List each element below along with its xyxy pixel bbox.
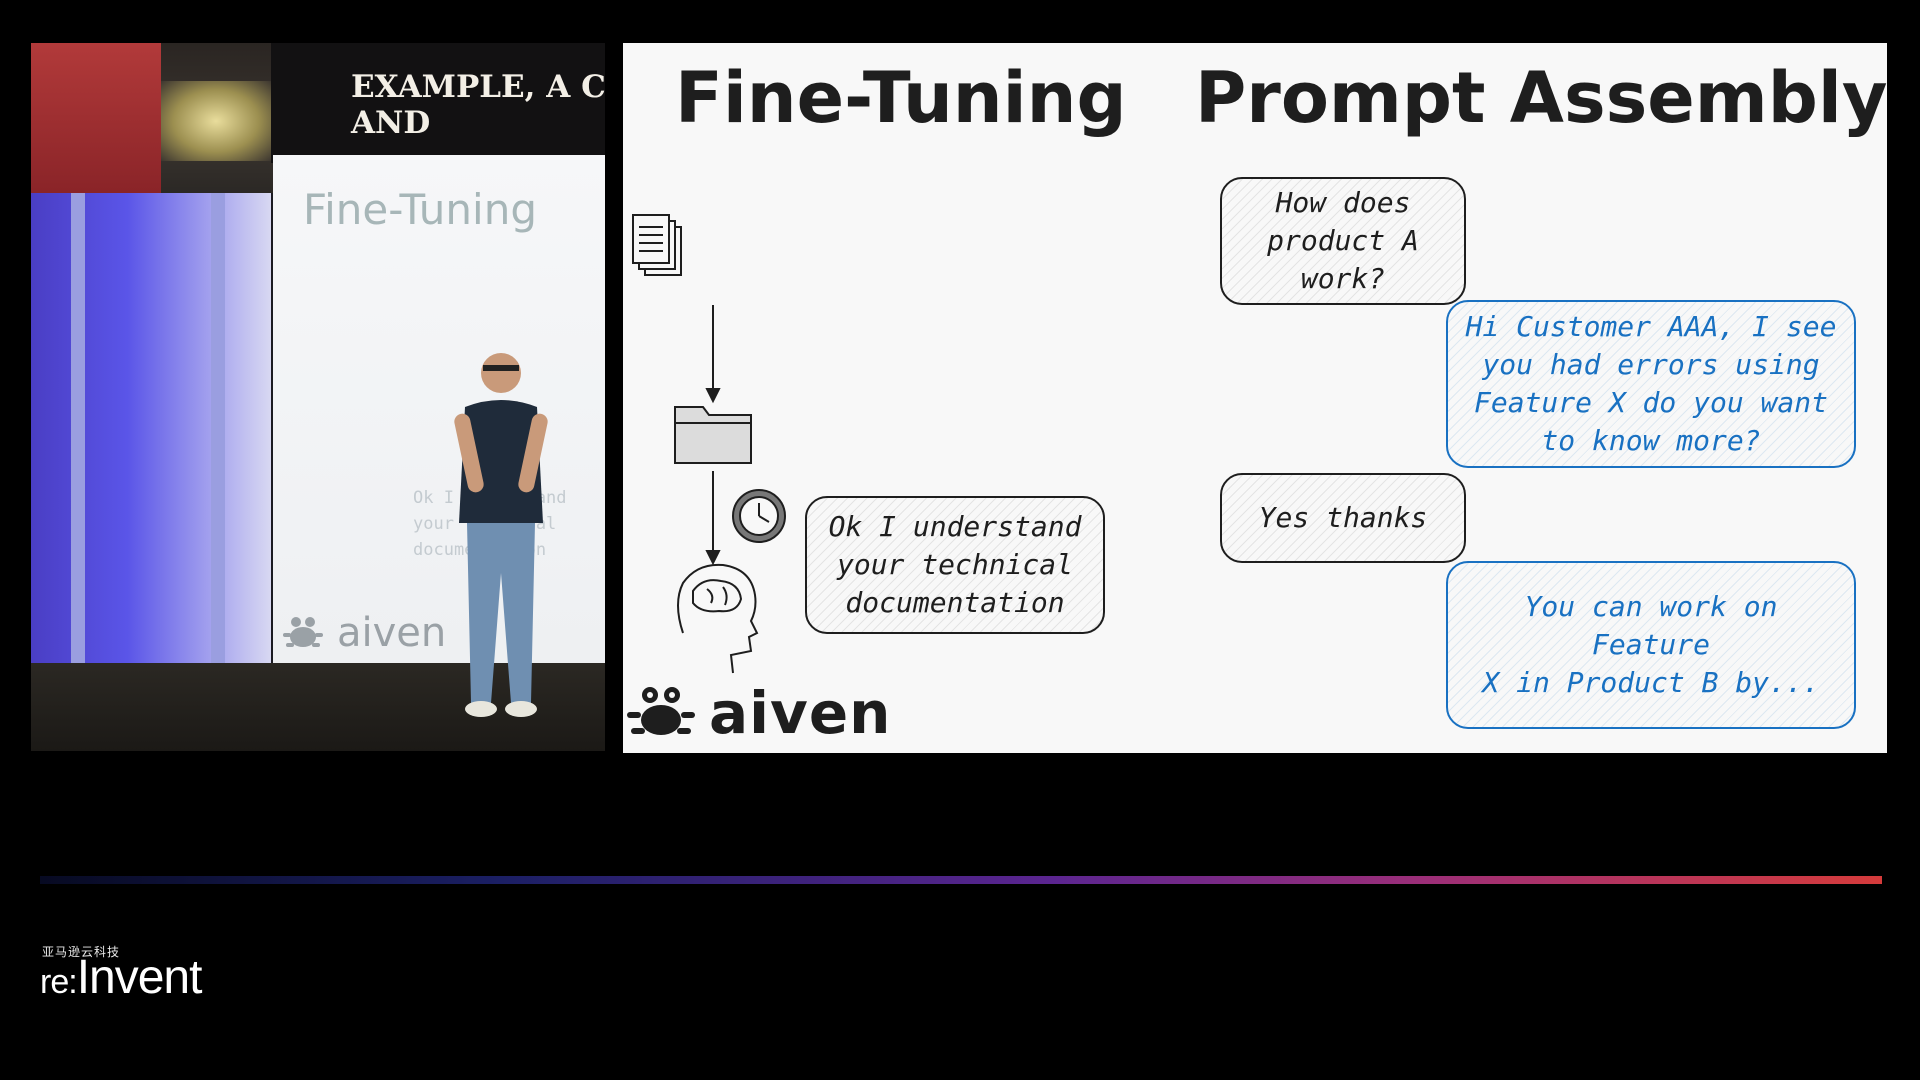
- brain-head-icon: [677, 563, 759, 674]
- camera-pillar: [71, 193, 85, 663]
- presentation-slide: Fine-Tuning Prompt Assembly: [623, 43, 1887, 753]
- camera-screen-title: Fine-Tuning: [303, 185, 537, 234]
- brand-gradient-bar: [40, 876, 1882, 884]
- brand-subtitle: 亚马逊云科技: [42, 945, 121, 959]
- camera-feed: EXAMPLE, A C AND Fine-Tuning Ok I unders…: [31, 43, 605, 751]
- fine-tuning-diagram: [632, 214, 786, 674]
- camera-screen-logo-text: aiven: [337, 610, 447, 656]
- camera-projection-screen: Fine-Tuning Ok I understand your technic…: [273, 155, 605, 663]
- camera-blue-backdrop: [31, 193, 271, 663]
- camera-red-wall: [31, 43, 161, 193]
- camera-pillar: [211, 193, 225, 663]
- fine-tuning-title: Fine-Tuning: [675, 57, 1127, 139]
- documents-icon: [632, 214, 682, 276]
- arrow-down-icon: [705, 471, 721, 566]
- speaker-figure: [454, 353, 548, 717]
- camera-screen-logo: aiven: [281, 610, 446, 656]
- clock-icon: [732, 489, 786, 543]
- reinvent-logo-re: re:: [40, 963, 78, 1001]
- aiven-crab-icon: [627, 687, 695, 735]
- aiven-crab-icon: [283, 617, 323, 647]
- folder-icon: [674, 406, 752, 464]
- prompt-message-assistant: You can work on Feature X in Product B b…: [1446, 561, 1856, 729]
- camera-stage-light: [161, 81, 271, 161]
- arrow-down-icon: [705, 305, 721, 404]
- prompt-message-user: How does product A work?: [1220, 177, 1466, 305]
- fine-tuning-bubble: Ok I understand your technical documenta…: [805, 496, 1105, 634]
- reinvent-logo-invent: Invent: [76, 951, 203, 1004]
- camera-dark-banner: [271, 43, 605, 163]
- prompt-message-user: Yes thanks: [1220, 473, 1466, 563]
- aiven-logo: aiven: [625, 679, 891, 747]
- aiven-logo-text: aiven: [709, 679, 892, 747]
- prompt-assembly-title: Prompt Assembly: [1195, 57, 1887, 139]
- prompt-message-assistant: Hi Customer AAA, I see you had errors us…: [1446, 300, 1856, 468]
- reinvent-logo: re:Invent: [40, 950, 203, 1005]
- camera-slide-title: EXAMPLE, A C AND: [351, 69, 605, 141]
